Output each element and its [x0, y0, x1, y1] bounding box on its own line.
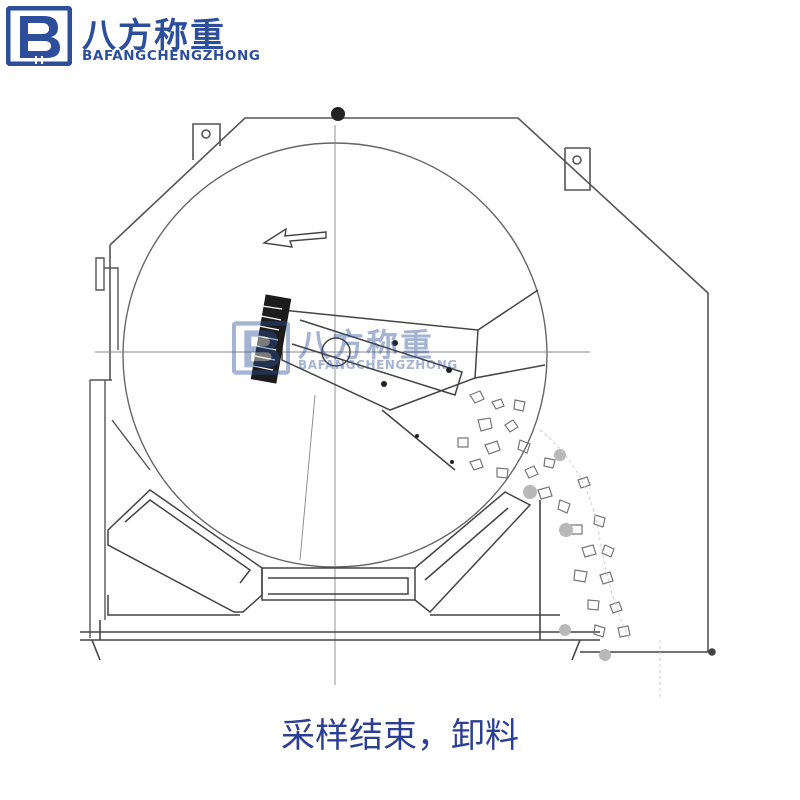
center-lines — [95, 125, 590, 685]
watermark-logo-icon — [232, 321, 290, 375]
sampler-housing — [109, 117, 709, 652]
rotation-arrow-icon — [262, 227, 327, 248]
sample-drops — [523, 449, 611, 661]
brand-logo: 八方称重 BAFANGCHENGZHONG — [6, 6, 286, 68]
brand-name-en: BAFANGCHENGZHONG — [82, 48, 261, 64]
base-frame — [80, 500, 716, 661]
top-bolt-icon — [331, 107, 345, 121]
brand-name-cn: 八方称重 — [82, 16, 226, 56]
discharged-material — [457, 390, 631, 638]
conveyor-idlers — [107, 489, 560, 616]
watermark-name-cn: 八方称重 — [298, 326, 435, 364]
brand-logo-icon — [6, 6, 72, 66]
scraper-head — [250, 294, 292, 384]
side-frame — [89, 257, 151, 638]
watermark: 八方称重 BAFANGCHENGZHONG — [232, 318, 492, 380]
diagram-caption: 采样结束，卸料 — [281, 716, 519, 756]
watermark-name-en: BAFANGCHENGZHONG — [298, 358, 458, 372]
sampling-arm — [281, 289, 546, 471]
